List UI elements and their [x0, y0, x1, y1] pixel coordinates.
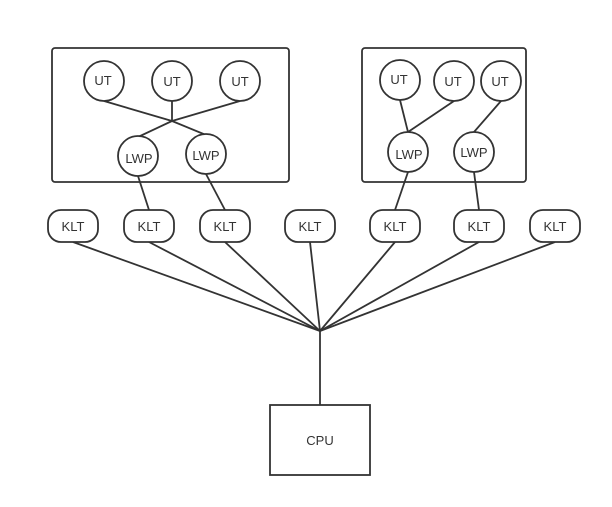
p2-ut-label-1: UT [390, 72, 407, 87]
klt-node-1 [47, 209, 99, 243]
process-1-user-threads: UT UT UT [83, 60, 261, 102]
klt-label-1: KLT [62, 219, 85, 234]
edge-klt1-hub [72, 241, 321, 332]
edge-p2-lwp2-klt6 [473, 171, 480, 211]
edge-klt3-hub [224, 241, 321, 332]
edge-p1-lwp2-klt3 [205, 173, 226, 211]
edge-klt2-hub [148, 241, 321, 332]
kernel-threads: KLT KLT KLT KLT KLT KLT KLT [47, 209, 581, 243]
edge-p1-join-lwp1 [137, 120, 173, 138]
p2-ut-node-1 [379, 59, 421, 101]
p1-ut-node-1 [83, 60, 125, 102]
process-1-lwps: LWP LWP [117, 133, 227, 177]
p2-ut-node-3 [480, 60, 522, 102]
process-2-box [361, 47, 527, 183]
klt-label-3: KLT [214, 219, 237, 234]
p2-lwp-label-1: LWP [395, 147, 422, 162]
p1-lwp-node-1 [117, 135, 159, 177]
edge-p1-ut3-join [171, 100, 241, 122]
p1-lwp-label-1: LWP [125, 151, 152, 166]
klt-node-4 [284, 209, 336, 243]
p1-ut-label-1: UT [94, 73, 111, 88]
p2-lwp-label-2: LWP [460, 145, 487, 160]
p1-ut-label-3: UT [231, 74, 248, 89]
klt-label-4: KLT [299, 219, 322, 234]
klt-node-2 [123, 209, 175, 243]
klt-label-7: KLT [544, 219, 567, 234]
edge-p2-ut3-lwp2 [473, 100, 502, 133]
process-2-user-threads: UT UT UT [379, 59, 522, 102]
edge-p2-lwp1-klt5 [394, 171, 409, 211]
klt-label-6: KLT [468, 219, 491, 234]
edge-p1-ut1-join [103, 100, 173, 122]
process-2-lwps: LWP LWP [387, 131, 495, 173]
edge-klt6-hub [319, 241, 480, 332]
cpu-box [269, 404, 371, 476]
edge-p2-ut1-lwp1 [399, 99, 409, 133]
cpu-label: CPU [306, 433, 333, 448]
p2-ut-label-2: UT [444, 74, 461, 89]
p2-ut-node-2 [433, 60, 475, 102]
cpu: CPU [269, 404, 371, 476]
p1-lwp-node-2 [185, 133, 227, 175]
process-1-box [51, 47, 290, 183]
klt-node-5 [369, 209, 421, 243]
p2-ut-label-3: UT [491, 74, 508, 89]
klt-node-7 [529, 209, 581, 243]
p1-ut-node-3 [219, 60, 261, 102]
edge-p2-ut2-lwp1 [407, 100, 455, 133]
p1-ut-label-2: UT [163, 74, 180, 89]
edge-klt4-hub [309, 241, 321, 332]
edge-klt5-hub [319, 241, 396, 332]
p1-lwp-label-2: LWP [192, 148, 219, 163]
klt-label-2: KLT [138, 219, 161, 234]
klt-node-6 [453, 209, 505, 243]
edge-klt7-hub [319, 241, 556, 332]
edge-p1-join-lwp2 [171, 120, 207, 136]
klt-node-3 [199, 209, 251, 243]
p1-ut-node-2 [151, 60, 193, 102]
p2-lwp-node-2 [453, 131, 495, 173]
klt-label-5: KLT [384, 219, 407, 234]
p2-lwp-node-1 [387, 131, 429, 173]
